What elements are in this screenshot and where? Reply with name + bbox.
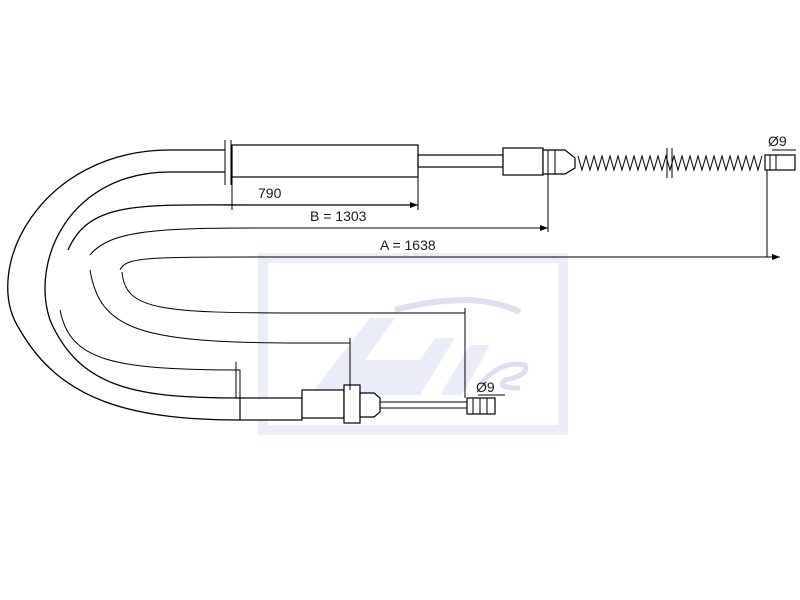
dim-diameter-top-label: Ø9: [768, 133, 787, 149]
top-end-fitting: [224, 140, 796, 185]
cable-conduit: [7, 149, 780, 421]
dim-a-label: A = 1638: [380, 237, 436, 253]
dim-b-label: B = 1303: [310, 208, 367, 224]
dim-diameter-bottom-label: Ø9: [476, 379, 495, 395]
bottom-end-fitting: [239, 384, 496, 424]
dim-790-label: 790: [258, 185, 282, 201]
dimension-lines: [231, 149, 796, 398]
